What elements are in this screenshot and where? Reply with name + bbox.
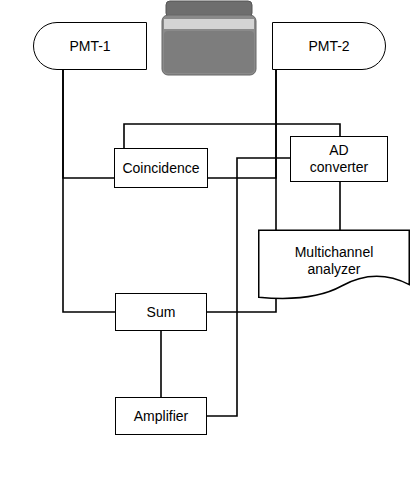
text-stack: AD converter	[303, 142, 375, 176]
pmt-detector: PMT-2	[272, 22, 386, 70]
text-stack: PMT-1	[69, 38, 110, 55]
text-stack: PMT-2	[308, 38, 349, 55]
vial-band	[164, 19, 254, 29]
process-box: Coincidence	[114, 148, 207, 188]
node-label: Coincidence	[122, 160, 199, 177]
node-label: PMT-2	[308, 38, 349, 55]
signal-wire	[339, 182, 341, 230]
pmt-detector: PMT-1	[33, 22, 147, 70]
signal-wire	[63, 70, 115, 312]
vial-liquid	[164, 31, 254, 73]
node-label: AD converter	[303, 142, 375, 176]
text-stack: Sum	[147, 304, 176, 321]
vial-body	[162, 15, 256, 75]
node-label: Multichannel analyzer	[284, 244, 384, 278]
text-stack: Multichannel analyzer	[284, 244, 384, 278]
document-outline-path	[259, 230, 409, 298]
process-box: AD converter	[290, 136, 388, 182]
document-shape: Multichannel analyzer	[258, 230, 410, 300]
text-stack: Coincidence	[122, 160, 199, 177]
node-label: Sum	[147, 304, 176, 321]
process-box: Amplifier	[115, 397, 207, 435]
node-label: Amplifier	[134, 408, 188, 425]
process-box: Sum	[115, 293, 207, 331]
node-label: PMT-1	[69, 38, 110, 55]
signal-wire	[160, 331, 162, 397]
text-stack: Amplifier	[134, 408, 188, 425]
signal-wire	[63, 70, 114, 178]
